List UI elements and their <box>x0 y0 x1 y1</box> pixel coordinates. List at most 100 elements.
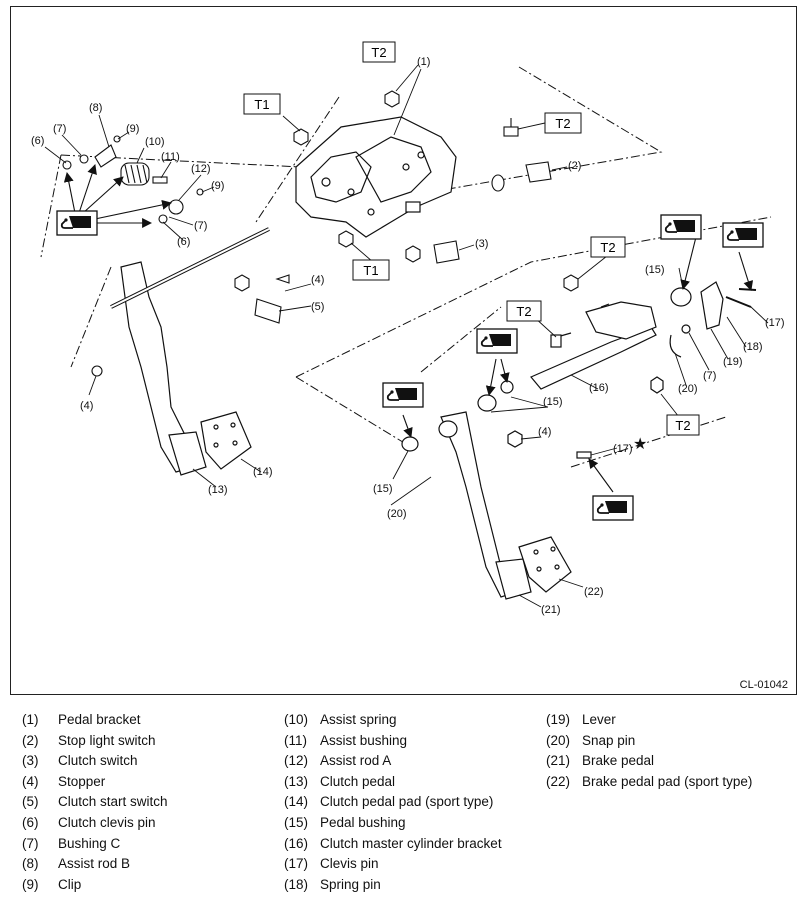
legend-item: (20) Snap pin <box>546 733 752 754</box>
legend-part-name: Clutch master cylinder bracket <box>320 835 502 851</box>
legend-item: (3)Clutch switch <box>22 753 168 774</box>
legend-number: (16) <box>284 835 309 851</box>
legend-part-name: Clevis pin <box>320 856 379 872</box>
callout: (2) <box>568 160 581 172</box>
callout: (7) <box>703 370 716 382</box>
legend-item: (11) Assist bushing <box>284 733 502 754</box>
legend-item: (21) Brake pedal <box>546 753 752 774</box>
legend-part-name: Brake pedal <box>582 753 655 769</box>
callout: (5) <box>311 301 324 313</box>
torque-tags: T2 T1 T2 T1 T2 T2 T2 <box>243 41 700 436</box>
dashed-outlines <box>40 66 772 468</box>
grease-applicator-icon <box>382 382 424 408</box>
callout: (1) <box>417 56 430 68</box>
legend-item: (7)Bushing C <box>22 836 168 857</box>
callout: (20) <box>678 383 698 395</box>
grease-applicator-icon <box>476 328 518 354</box>
svg-text:T2: T2 <box>371 45 386 60</box>
legend-item: (17) Clevis pin <box>284 856 502 877</box>
legend-item: (2) Stop light switch <box>22 733 168 754</box>
grease-applicator-icon <box>660 214 702 240</box>
legend-part-name: Assist spring <box>320 712 397 727</box>
callout: (12) <box>191 163 211 175</box>
legend-item: (22) Brake pedal pad (sport type) <box>546 774 752 795</box>
callout: (11) <box>161 151 180 163</box>
legend-number: (20) <box>546 732 571 748</box>
callout: (15) <box>645 264 665 276</box>
legend-number: (12) <box>284 753 309 769</box>
legend-part-name: Snap pin <box>582 732 636 748</box>
legend-part-name: Clutch pedal <box>320 773 396 789</box>
legend-item: (10) Assist spring <box>284 712 502 733</box>
grease-arrows <box>63 164 754 493</box>
svg-text:T2: T2 <box>516 304 531 319</box>
legend-number: (17) <box>284 856 309 872</box>
callout: (3) <box>475 238 488 250</box>
legend-item: (4)Stopper <box>22 774 168 795</box>
legend-part-name: Clutch pedal pad (sport type) <box>320 794 494 810</box>
grease-applicator-icon <box>592 495 634 521</box>
legend-number: (7) <box>22 835 39 851</box>
callout: (15) <box>543 396 563 408</box>
legend-number: (11) <box>284 732 308 748</box>
legend-item: (1)Pedal bracket <box>22 712 168 733</box>
legend-item: (15) Pedal bushing <box>284 815 502 836</box>
pedal-bracket-assembly <box>295 116 457 238</box>
callout: (10) <box>145 136 165 148</box>
legend-part-name: Pedal bushing <box>320 814 406 830</box>
legend-item: (19) Lever <box>546 712 752 733</box>
legend-column: (19) Lever (20) Snap pin (21) Brake pedal (22)… <box>546 712 752 794</box>
legend-number: (15) <box>284 814 309 830</box>
legend-number: (10) <box>284 712 309 727</box>
legend-part-name: Assist rod B <box>58 856 131 872</box>
legend-number: (14) <box>284 794 309 810</box>
callout: (4) <box>311 274 324 286</box>
torque-tag: T2 <box>666 414 700 436</box>
svg-text:T2: T2 <box>555 116 570 131</box>
legend-number: (22) <box>546 773 571 789</box>
callout: (4) <box>538 426 551 438</box>
legend-number: (8) <box>22 856 39 872</box>
callout: (6) <box>31 135 44 147</box>
legend-item: (18) Spring pin <box>284 877 502 898</box>
legend-part-name: Clutch clevis pin <box>58 814 156 830</box>
clutch-pedal <box>110 227 270 476</box>
legend-number: (18) <box>284 876 309 892</box>
legend-part-name: Spring pin <box>320 876 381 892</box>
callout: (6) <box>177 236 190 248</box>
callout: (7) <box>194 220 207 232</box>
legend-item: (5)Clutch start switch <box>22 794 168 815</box>
callout: (14) <box>253 466 273 478</box>
legend-number: (2) <box>22 732 39 748</box>
legend-number: (9) <box>22 876 39 892</box>
legend-item: (12) Assist rod A <box>284 753 502 774</box>
legend-number: (13) <box>284 773 309 789</box>
legend-part-name: Lever <box>582 712 616 727</box>
diagram-frame: T2 T1 T2 T1 T2 T2 T2 (1) (2) (3) <box>10 6 797 695</box>
legend-number: (19) <box>546 712 571 727</box>
torque-tag: T2 <box>362 41 396 63</box>
legend-part-name: Stopper <box>58 773 106 789</box>
legend-part-name: Brake pedal pad (sport type) <box>582 773 753 789</box>
callout: (8) <box>89 102 102 114</box>
callout: (18) <box>743 341 763 353</box>
legend-number: (6) <box>22 814 39 830</box>
figure-id: CL-01042 <box>739 679 788 691</box>
svg-text:T1: T1 <box>254 97 269 112</box>
legend-number: (21) <box>546 753 571 769</box>
legend-item: (16) Clutch master cylinder bracket <box>284 836 502 857</box>
legend-part-name: Stop light switch <box>58 732 156 748</box>
legend-number: (3) <box>22 753 39 769</box>
legend-part-name: Assist bushing <box>320 732 408 748</box>
callout: (9) <box>211 180 224 192</box>
legend-item: (14) Clutch pedal pad (sport type) <box>284 794 502 815</box>
callout: (22) <box>584 586 604 598</box>
svg-text:T2: T2 <box>600 240 615 255</box>
legend-item: (13) Clutch pedal <box>284 774 502 795</box>
torque-tag: T2 <box>506 300 542 322</box>
grease-applicator-icon <box>56 210 98 236</box>
torque-tag: T1 <box>352 259 390 281</box>
legend-column: (1)Pedal bracket(2)Stop light switch(3)C… <box>22 712 168 897</box>
callout: (13) <box>208 484 228 496</box>
legend-part-name: Assist rod A <box>320 753 392 769</box>
